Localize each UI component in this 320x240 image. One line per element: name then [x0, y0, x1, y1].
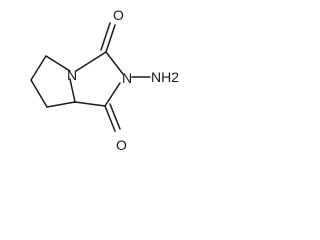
nitrogen-ring-label: N: [67, 67, 77, 83]
structure-diagram: O N N NH2 O: [0, 0, 190, 158]
bond-co-bottom-2: [109, 103, 121, 130]
bond-ch2-ch: [46, 101, 76, 108]
bond-c-top-n2: [105, 51, 124, 75]
bond-ch2-ch2-top: [30, 55, 47, 81]
molecule-svg: O N N NH2 O: [30, 7, 179, 153]
bond-n-ch2: [45, 55, 71, 72]
bond-ch2-ch2-left: [30, 79, 48, 108]
bond-co-top-2: [100, 22, 111, 51]
bond-co-bottom-1: [104, 105, 116, 132]
oxygen-bottom-label: O: [116, 137, 127, 153]
nitrogen-imide-label: N: [122, 70, 132, 86]
bond-ch-n: [69, 78, 76, 103]
bond-n2-c-bottom: [104, 82, 121, 107]
amino-label: NH2: [151, 69, 179, 85]
oxygen-top-label: O: [113, 7, 124, 23]
bond-c-bottom-ch: [74, 101, 106, 107]
bond-n-c-top: [75, 51, 107, 72]
bond-co-top-1: [105, 24, 116, 53]
